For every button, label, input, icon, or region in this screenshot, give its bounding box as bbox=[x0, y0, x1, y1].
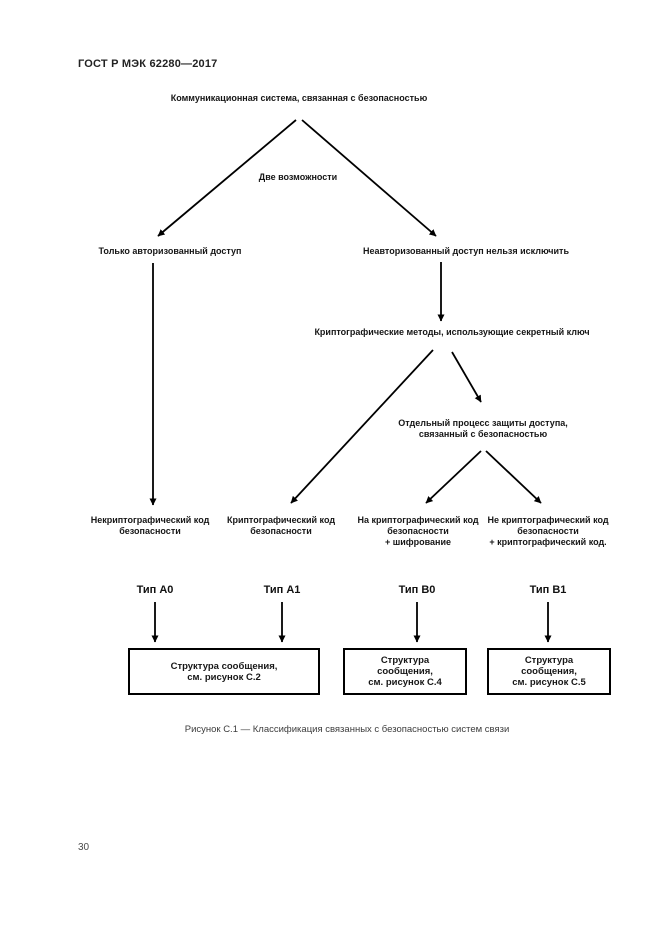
figure-caption: Рисунок С.1 — Классификация связанных с … bbox=[184, 724, 510, 735]
type-b0-label: Тип В0 bbox=[398, 584, 436, 596]
label-line: Структура сообщения, bbox=[170, 660, 278, 672]
node-separate-process: Отдельный процесс защиты доступа, связан… bbox=[398, 418, 568, 440]
label-line: Не криптографический код bbox=[487, 515, 609, 525]
node-authorized-access: Только авторизованный доступ bbox=[98, 246, 242, 256]
type-a1-label: Тип А1 bbox=[263, 584, 301, 596]
label-line: безопасности bbox=[119, 526, 181, 536]
label-line: сообщения, bbox=[521, 666, 577, 677]
label-line: см. рисунок С.4 bbox=[368, 677, 442, 688]
label-line: безопасности bbox=[387, 526, 449, 536]
message-structure-box-b1: Структура сообщения, см. рисунок С.5 bbox=[487, 648, 611, 695]
label-line: Структура bbox=[380, 655, 430, 666]
label-line: см. рисунок С.2 bbox=[187, 671, 261, 683]
message-structure-box-a: Структура сообщения, см. рисунок С.2 bbox=[128, 648, 320, 695]
arrow-separate-process-to-b0 bbox=[425, 450, 482, 504]
standard-header: ГОСТ Р МЭК 62280—2017 bbox=[78, 58, 218, 70]
label-line: см. рисунок С.5 bbox=[512, 677, 586, 688]
label-line: безопасности bbox=[517, 526, 579, 536]
label-line: Отдельный процесс защиты доступа, bbox=[398, 418, 568, 428]
arrow-separate-process-to-b1 bbox=[485, 450, 542, 504]
label-line: безопасности bbox=[250, 526, 312, 536]
node-unauthorized-access: Неавторизованный доступ нельзя исключить bbox=[363, 246, 569, 256]
arrow-crypto-methods-to-separate-process bbox=[451, 351, 482, 403]
label-line: сообщения, bbox=[377, 666, 433, 677]
label-line: На криптографический код bbox=[357, 515, 479, 525]
type-b1-label: Тип В1 bbox=[529, 584, 567, 596]
leaf-code-plus-crypto-code: Не криптографический код безопасности + … bbox=[487, 515, 608, 548]
label-line: Некриптографический код bbox=[90, 515, 210, 525]
label-line: + криптографический код. bbox=[489, 537, 607, 547]
node-root: Коммуникационная система, связанная с бе… bbox=[170, 93, 428, 103]
page-number: 30 bbox=[78, 842, 90, 853]
leaf-code-plus-encryption: На криптографический код безопасности + … bbox=[357, 515, 478, 548]
branch-annotation: Две возможности bbox=[258, 172, 338, 182]
label-line: Структура bbox=[524, 655, 574, 666]
label-line: связанный с безопасностью bbox=[418, 429, 548, 439]
leaf-crypto-code: Криптографический код безопасности bbox=[227, 515, 335, 537]
type-a0-label: Тип А0 bbox=[136, 584, 174, 596]
label-line: + шифрование bbox=[384, 537, 452, 547]
label-line: Криптографический код bbox=[226, 515, 336, 525]
leaf-noncrypto-code: Некриптографический код безопасности bbox=[91, 515, 210, 537]
node-crypto-methods: Криптографические методы, использующие с… bbox=[314, 327, 590, 337]
message-structure-box-b0: Структура сообщения, см. рисунок С.4 bbox=[343, 648, 467, 695]
